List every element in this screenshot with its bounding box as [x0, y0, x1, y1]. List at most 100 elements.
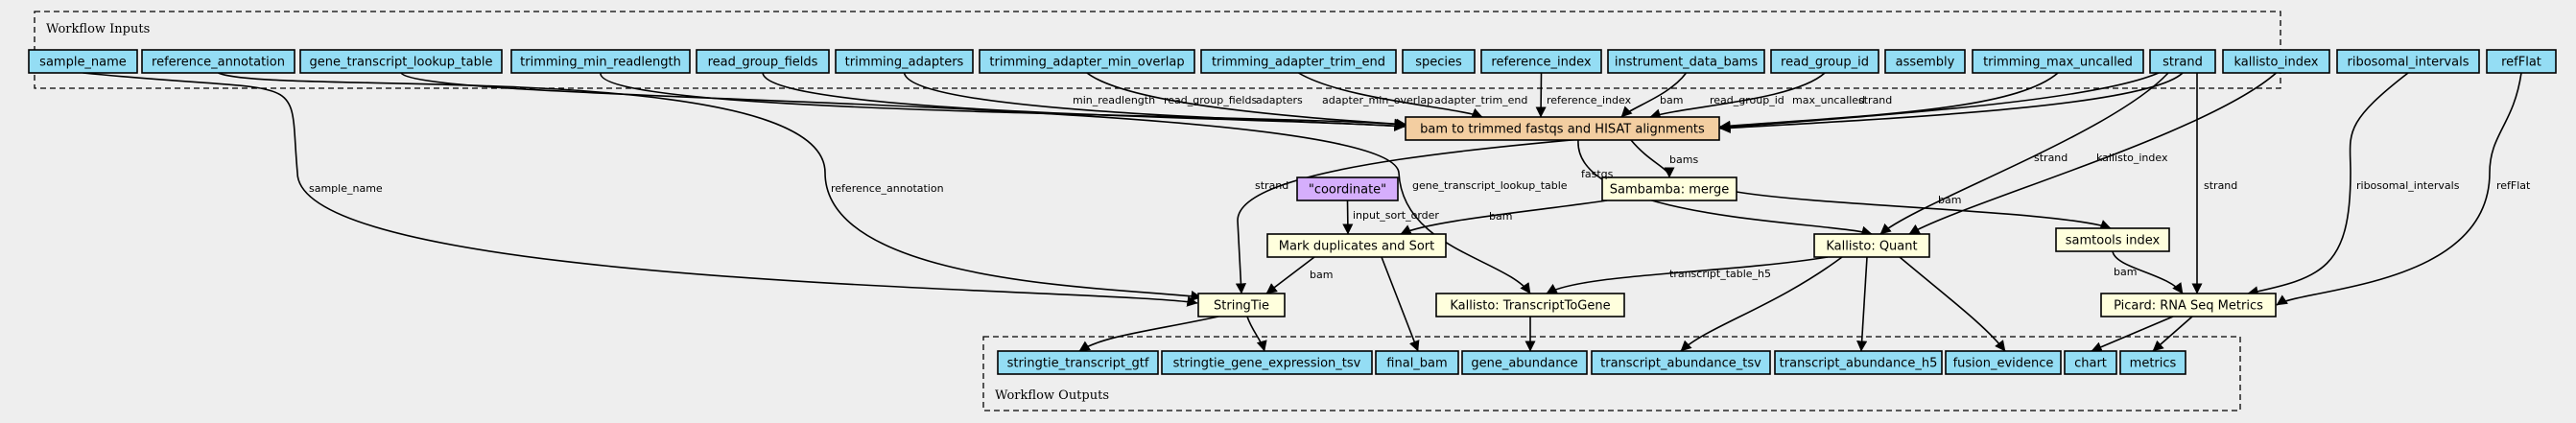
node-box [1375, 350, 1459, 375]
node-box [1884, 49, 1966, 74]
node-label: transcript_abundance_tsv [1600, 357, 1761, 371]
node-box [1296, 176, 1399, 201]
node-box [1461, 350, 1588, 375]
node-label: Kallisto: Quant [1826, 240, 1917, 254]
edge-label: strand [2034, 152, 2068, 164]
node-box [1480, 49, 1602, 74]
node-label: final_bam [1386, 357, 1447, 371]
node-box [1435, 293, 1625, 317]
node-read-group-id: read_group_id [1770, 49, 1879, 74]
node-label: sample_name [39, 56, 127, 70]
node-stringtie-gene-expression-tsv: stringtie_gene_expression_tsv [1161, 350, 1373, 375]
edge-trimming-max-uncalled-to-bam-to-trimmed [1719, 72, 2059, 131]
node-coordinate: "coordinate" [1296, 176, 1399, 201]
edge-label: gene_transcript_lookup_table [1412, 179, 1568, 192]
node-label: trimming_adapter_min_overlap [989, 56, 1184, 70]
node-label: "coordinate" [1309, 183, 1386, 198]
node-sample-name: sample_name [28, 49, 138, 74]
node-assembly: assembly [1884, 49, 1966, 74]
edges-layer [83, 72, 2522, 353]
node-gene-transcript-lookup-table: gene_transcript_lookup_table [299, 49, 503, 74]
edge-label: strand [1255, 179, 1288, 192]
node-ribosomal-intervals: ribosomal_intervals [2336, 49, 2480, 74]
node-label: refFlat [2501, 56, 2541, 70]
node-transcript-abundance-h5: transcript_abundance_h5 [1774, 350, 1943, 375]
node-label: assembly [1896, 56, 1955, 70]
node-box [979, 49, 1195, 74]
node-label: Picard: RNA Seq Metrics [2114, 299, 2263, 314]
edge-label: max_uncalled [1792, 94, 1865, 106]
edge-coordinate-to-mark-dup-sort [1342, 200, 1354, 235]
node-label: ribosomal_intervals [2348, 56, 2470, 70]
node-box [2055, 227, 2170, 252]
edge-gene-transcript-lookup-table-to-kallisto-t2g [400, 72, 1531, 294]
node-trimming-adapters: trimming_adapters [835, 49, 974, 74]
node-label: Kallisto: TranscriptToGene [1450, 299, 1610, 314]
edge-label: min_readlength [1073, 94, 1155, 106]
node-box [835, 49, 974, 74]
node-label: stringtie_gene_expression_tsv [1173, 357, 1361, 371]
node-strand: strand [2149, 49, 2216, 74]
edge-label: sample_name [309, 182, 383, 195]
node-label: fusion_evidence [1953, 357, 2054, 371]
node-trimming-adapter-trim-end: trimming_adapter_trim_end [1200, 49, 1397, 74]
edge-label: strand [2204, 179, 2237, 192]
edge-trimming-adapter-min-overlap-to-bam-to-trimmed [1086, 72, 1407, 129]
node-picard-rnaseq: Picard: RNA Seq Metrics [2100, 293, 2277, 317]
node-label: reference_annotation [152, 56, 285, 70]
edge-label: bams [1669, 153, 1698, 166]
node-label: stringtie_transcript_gtf [1007, 357, 1149, 371]
workflow-inputs-title: Workflow Inputs [46, 22, 150, 36]
node-sambamba-merge: Sambamba: merge [1601, 176, 1737, 201]
edge-reference-index-to-bam-to-trimmed [1535, 72, 1547, 118]
node-box [1200, 49, 1397, 74]
node-label: Sambamba: merge [1610, 183, 1730, 198]
edge-label: refFlat [2496, 179, 2531, 192]
edge-trimming-adapter-trim-end-to-bam-to-trimmed [1298, 72, 1483, 119]
edge-label: input_sort_order [1353, 209, 1439, 222]
edge-label: strand [1858, 94, 1892, 106]
edge-sambamba-merge-to-samtools-index [1736, 191, 2112, 230]
edge-label: bam [1310, 269, 1333, 281]
node-read-group-fields: read_group_fields [696, 49, 830, 74]
node-label: gene_transcript_lookup_table [310, 56, 493, 70]
edge-label: transcript_table_h5 [1669, 268, 1771, 280]
edge-stringtie-to-stringtie-transcript-gtf [1078, 316, 1219, 352]
node-label: strand [2162, 56, 2203, 70]
node-box [510, 49, 691, 74]
node-label: trimming_min_readlength [520, 56, 681, 70]
edge-label: reference_index [1547, 94, 1632, 106]
edge-kallisto-quant-to-transcript-abundance-tsv [1680, 256, 1843, 352]
node-box [1945, 350, 2062, 375]
edge-mark-dup-sort-to-stringtie [1265, 256, 1315, 294]
node-reference-index: reference_index [1480, 49, 1602, 74]
edge-read-group-id-to-bam-to-trimmed [1649, 72, 1826, 120]
node-label: species [1415, 56, 1462, 70]
node-label: samtools index [2066, 234, 2161, 248]
node-label: kallisto_index [2234, 56, 2319, 70]
node-box [1161, 350, 1373, 375]
node-kallisto-quant: Kallisto: Quant [1813, 233, 1930, 258]
node-kallisto-t2g: Kallisto: TranscriptToGene [1435, 293, 1625, 317]
node-box [299, 49, 503, 74]
edge-mark-dup-sort-to-final-bam [1381, 256, 1420, 352]
node-box [1266, 233, 1447, 258]
node-reference-annotation: reference_annotation [141, 49, 295, 74]
edge-label: bam [1938, 194, 1961, 206]
node-trimming-adapter-min-overlap: trimming_adapter_min_overlap [979, 49, 1195, 74]
node-trimming-max-uncalled: trimming_max_uncalled [1972, 49, 2144, 74]
edge-strand-to-kallisto-quant [1879, 72, 2169, 235]
node-box [1813, 233, 1930, 258]
node-label: instrument_data_bams [1615, 56, 1758, 70]
node-metrics: metrics [2119, 350, 2186, 375]
node-gene-abundance: gene_abundance [1461, 350, 1588, 375]
edge-samtools-index-to-picard-rnaseq [2112, 250, 2184, 294]
edge-kallisto-index-to-kallisto-quant [1908, 72, 2278, 235]
node-box [696, 49, 830, 74]
edge-stringtie-to-stringtie-gene-expression-tsv [1246, 316, 1267, 352]
edge-label: ribosomal_intervals [2356, 179, 2460, 192]
node-box [2119, 350, 2186, 375]
edge-bam-to-trimmed-to-sambamba-merge [1630, 139, 1675, 178]
